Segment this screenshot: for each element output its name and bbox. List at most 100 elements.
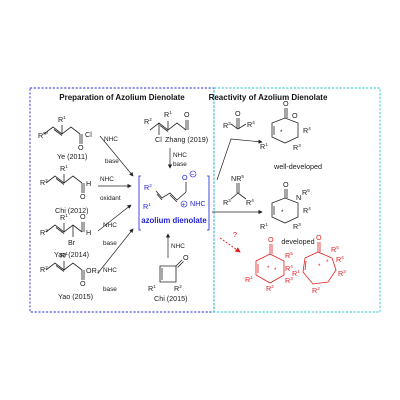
svg-text:R3: R3 <box>285 276 293 285</box>
svg-text:O: O <box>80 212 86 221</box>
svg-text:R2: R2 <box>266 284 274 293</box>
svg-text:RR²: RR² <box>38 131 49 140</box>
svg-text:R4: R4 <box>285 264 293 273</box>
svg-text:R4: R4 <box>303 206 311 215</box>
svg-text:O: O <box>80 279 86 288</box>
svg-text:R4: R4 <box>247 120 255 129</box>
zhang-chloro-label: Cl <box>155 135 162 144</box>
chloride-group-label: Cl <box>85 130 92 139</box>
svg-text:R3: R3 <box>223 121 231 130</box>
cyclohexenone-product: O * * R5 R4 R3 R2 R1 <box>245 235 293 293</box>
svg-text:O: O <box>316 233 322 242</box>
svg-text:R4: R4 <box>246 198 254 207</box>
svg-text:*: * <box>318 263 321 270</box>
svg-text:O: O <box>268 235 274 244</box>
cycloheptenone-product: O * * R5 R4 R3 R2 R1 <box>292 233 346 295</box>
svg-text:R1: R1 <box>143 202 151 211</box>
svg-text:R2: R2 <box>312 286 320 295</box>
product-developed-label: developed <box>281 237 314 246</box>
svg-text:R2: R2 <box>40 265 48 274</box>
svg-text:*: * <box>267 265 270 272</box>
svg-text:R2: R2 <box>40 228 48 237</box>
svg-text:R5: R5 <box>285 251 293 260</box>
svg-text:NHC: NHC <box>103 267 117 274</box>
lactam-product: O N R5 * R4 R3 R1 <box>260 180 311 231</box>
svg-text:O: O <box>283 99 289 108</box>
citation-chi-2015: Chi (2015) <box>154 294 188 303</box>
svg-text:NHC: NHC <box>100 176 114 183</box>
pyranone-product: O . O * R4 R3 R1 . <box>260 99 311 152</box>
svg-text:O: O <box>80 192 86 201</box>
svg-text:O: O <box>183 253 189 262</box>
svg-text:R3: R3 <box>223 198 231 207</box>
svg-text:R1: R1 <box>148 284 156 293</box>
svg-text:O: O <box>283 180 289 189</box>
svg-text:NHC: NHC <box>171 243 185 250</box>
svg-text:R2: R2 <box>174 284 182 293</box>
svg-text:N: N <box>296 193 301 202</box>
svg-text:O: O <box>182 173 188 182</box>
ketone-substrate: O R3 R4 <box>223 109 255 130</box>
svg-text:R1: R1 <box>260 222 268 231</box>
svg-text:NHC: NHC <box>104 136 118 143</box>
ye-2011-acyl-chloride: RR² R1 O Cl Ye (2011) <box>38 115 92 161</box>
left-panel-title: Preparation of Azolium Dienolate <box>59 93 185 102</box>
svg-text:NHC: NHC <box>103 222 117 229</box>
svg-text:R2: R2 <box>144 117 152 126</box>
svg-text:R5: R5 <box>331 245 339 254</box>
azolium-dienolate-core: R2 R1 O − + NHC azolium dienolate <box>138 170 210 231</box>
yao-2015-ester: R2 R1 O OR₃ Yao (2015) <box>40 251 100 301</box>
svg-text:R4: R4 <box>336 255 344 264</box>
right-panel-border <box>213 87 381 313</box>
unexplored-arrow <box>219 237 241 253</box>
branch-arrow-up <box>216 138 263 181</box>
citation-yao-2015: Yao (2015) <box>58 292 93 301</box>
citation-yao-2014: Yao (2014) <box>54 250 89 259</box>
ester-or3-label: OR₃ <box>86 266 100 275</box>
svg-text:base: base <box>103 286 117 293</box>
question-mark: ? <box>233 230 237 239</box>
svg-text:R1: R1 <box>60 164 68 173</box>
citation-ye-2011: Ye (2011) <box>57 152 87 161</box>
citation-chi-2012: Chi (2012) <box>55 206 89 215</box>
svg-text:R1: R1 <box>164 110 172 119</box>
svg-text:R1: R1 <box>60 251 68 260</box>
product-well-developed-label: well-developed <box>273 162 322 171</box>
svg-text:oxidant: oxidant <box>100 195 121 202</box>
negative-charge: − <box>191 171 195 178</box>
zhang-2019-chloroenal: R2 R1 O Cl Zhang (2019) <box>144 110 208 144</box>
svg-text:R3: R3 <box>293 143 301 152</box>
svg-text:NHC: NHC <box>173 152 187 159</box>
svg-text:R1: R1 <box>60 213 68 222</box>
chi-2015-cyclobutenone: O R1 R2 Chi (2015) <box>148 253 189 303</box>
svg-text:base: base <box>105 158 119 165</box>
positive-charge: + <box>182 201 186 208</box>
left-panel-border <box>29 87 215 313</box>
svg-text:R4: R4 <box>303 126 311 135</box>
citation-zhang-2019: Zhang (2019) <box>165 135 208 144</box>
aldehyde-h-label: H <box>86 179 91 188</box>
svg-text:base: base <box>103 240 117 247</box>
svg-text:O: O <box>235 109 241 118</box>
svg-text:O: O <box>184 110 190 119</box>
svg-text:R1: R1 <box>58 115 66 124</box>
svg-text:O: O <box>78 143 84 152</box>
svg-text:*: * <box>281 209 284 216</box>
right-panel-title: Reactivity of Azolium Dienolate <box>209 93 328 102</box>
svg-text:*: * <box>274 267 277 274</box>
svg-text:R3: R3 <box>293 222 301 231</box>
svg-text:R3: R3 <box>338 269 346 278</box>
bromo-label: Br <box>68 238 76 247</box>
svg-text:O: O <box>292 111 298 120</box>
azolium-dienolate-label: azolium dienolate <box>141 216 207 225</box>
svg-text:*: * <box>280 129 283 136</box>
svg-text:NR5: NR5 <box>231 174 244 183</box>
svg-text:R1: R1 <box>245 275 253 284</box>
imine-substrate: NR5 R3 R4 <box>223 174 254 207</box>
svg-text:R2: R2 <box>40 178 48 187</box>
svg-text:R2: R2 <box>144 183 152 192</box>
chi-2012-enal: R2 R1 O H Chi (2012) <box>40 164 91 215</box>
svg-text:R5: R5 <box>302 188 310 197</box>
svg-text:base: base <box>173 161 187 168</box>
